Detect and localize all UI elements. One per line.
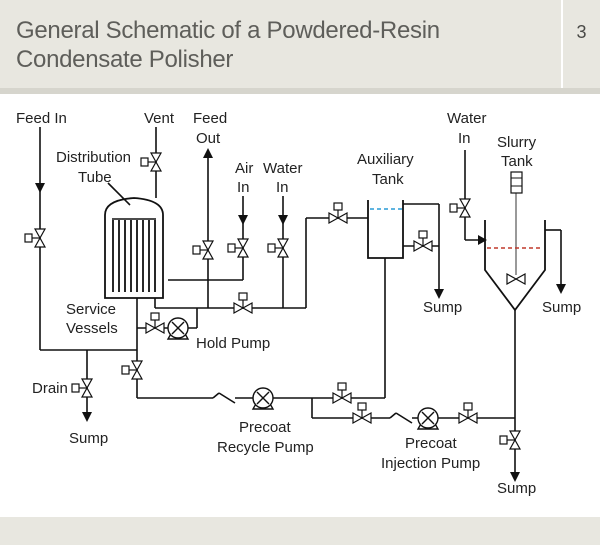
feed-out-label-2: Out: [196, 130, 221, 147]
precoat-injection-pump-label-2: Injection Pump: [381, 455, 480, 472]
header-divider: [0, 88, 600, 94]
check-valve-injection: [389, 412, 413, 424]
page-title: General Schematic of a Powdered-Resin Co…: [16, 17, 440, 73]
auxiliary-tank: [367, 200, 404, 259]
check-valve-recycle: [212, 392, 236, 404]
slurry-tank-label-1: Slurry: [497, 134, 537, 151]
recycle-drop-valve: [121, 360, 143, 380]
auxiliary-tank-label-1: Auxiliary: [357, 151, 414, 168]
sump-slurry-label: Sump: [542, 299, 581, 316]
distribution-tube-leader: [107, 182, 131, 206]
precoat-recycle-pump-label-1: Precoat: [239, 419, 292, 436]
service-vessels-label-1: Service: [66, 301, 116, 318]
injection-outlet-valve: [458, 402, 478, 424]
feed-out-label-1: Feed: [193, 110, 227, 127]
slurry-tank: [484, 171, 546, 312]
water-in-slurry-label-1: Water: [447, 110, 486, 127]
water-in-valve: [267, 238, 289, 258]
feed-in-label: Feed In: [16, 110, 67, 127]
schematic-diagram: Feed In Vent Feed Out Air In Water In Di…: [16, 110, 581, 497]
page-number: 3: [576, 22, 587, 42]
service-vessels-label-2: Vessels: [66, 320, 118, 337]
precoat-recycle-pump: [252, 387, 274, 410]
water-in-label-2: In: [276, 179, 289, 196]
water-in-slurry-label-2: In: [458, 130, 471, 147]
air-in-valve: [227, 238, 249, 258]
header-bar: General Schematic of a Powdered-Resin Co…: [0, 0, 561, 88]
aux-overflow-valve: [413, 230, 433, 252]
hold-pump-label: Hold Pump: [196, 335, 270, 352]
drain-label: Drain: [32, 380, 68, 397]
hold-pump: [167, 317, 189, 340]
vent-label: Vent: [144, 110, 175, 127]
distribution-tube-label-2: Tube: [78, 169, 112, 186]
piping-lines: [39, 127, 562, 475]
sump-drain-label: Sump: [69, 430, 108, 447]
page-number-box: 3: [563, 0, 600, 88]
flow-arrows: [35, 148, 566, 482]
aux-inlet-valve: [328, 202, 348, 224]
sump-aux-label: Sump: [423, 299, 462, 316]
water-in-label-1: Water: [263, 160, 302, 177]
feed-out-valve: [192, 240, 214, 260]
service-line-valve: [233, 292, 253, 314]
footer-bar: [0, 517, 600, 545]
service-vessels: [104, 197, 164, 299]
feed-in-valve: [24, 228, 46, 248]
precoat-recycle-pump-label-2: Recycle Pump: [217, 439, 314, 456]
bottom-sump-valve: [499, 430, 521, 450]
vent-valve: [140, 152, 162, 172]
slurry-water-valve: [449, 198, 471, 218]
aux-outlet-valve: [332, 382, 352, 404]
precoat-injection-pump-label-1: Precoat: [405, 435, 458, 452]
air-in-label-1: Air: [235, 160, 253, 177]
distribution-tube-label-1: Distribution: [56, 149, 131, 166]
hold-pump-valve: [145, 312, 165, 334]
precoat-injection-pump: [417, 407, 439, 430]
drain-valve: [71, 378, 93, 398]
injection-inlet-valve: [352, 402, 372, 424]
air-in-label-2: In: [237, 179, 250, 196]
auxiliary-tank-label-2: Tank: [372, 171, 404, 188]
slurry-tank-label-2: Tank: [501, 153, 533, 170]
sump-bottom-label: Sump: [497, 480, 536, 497]
